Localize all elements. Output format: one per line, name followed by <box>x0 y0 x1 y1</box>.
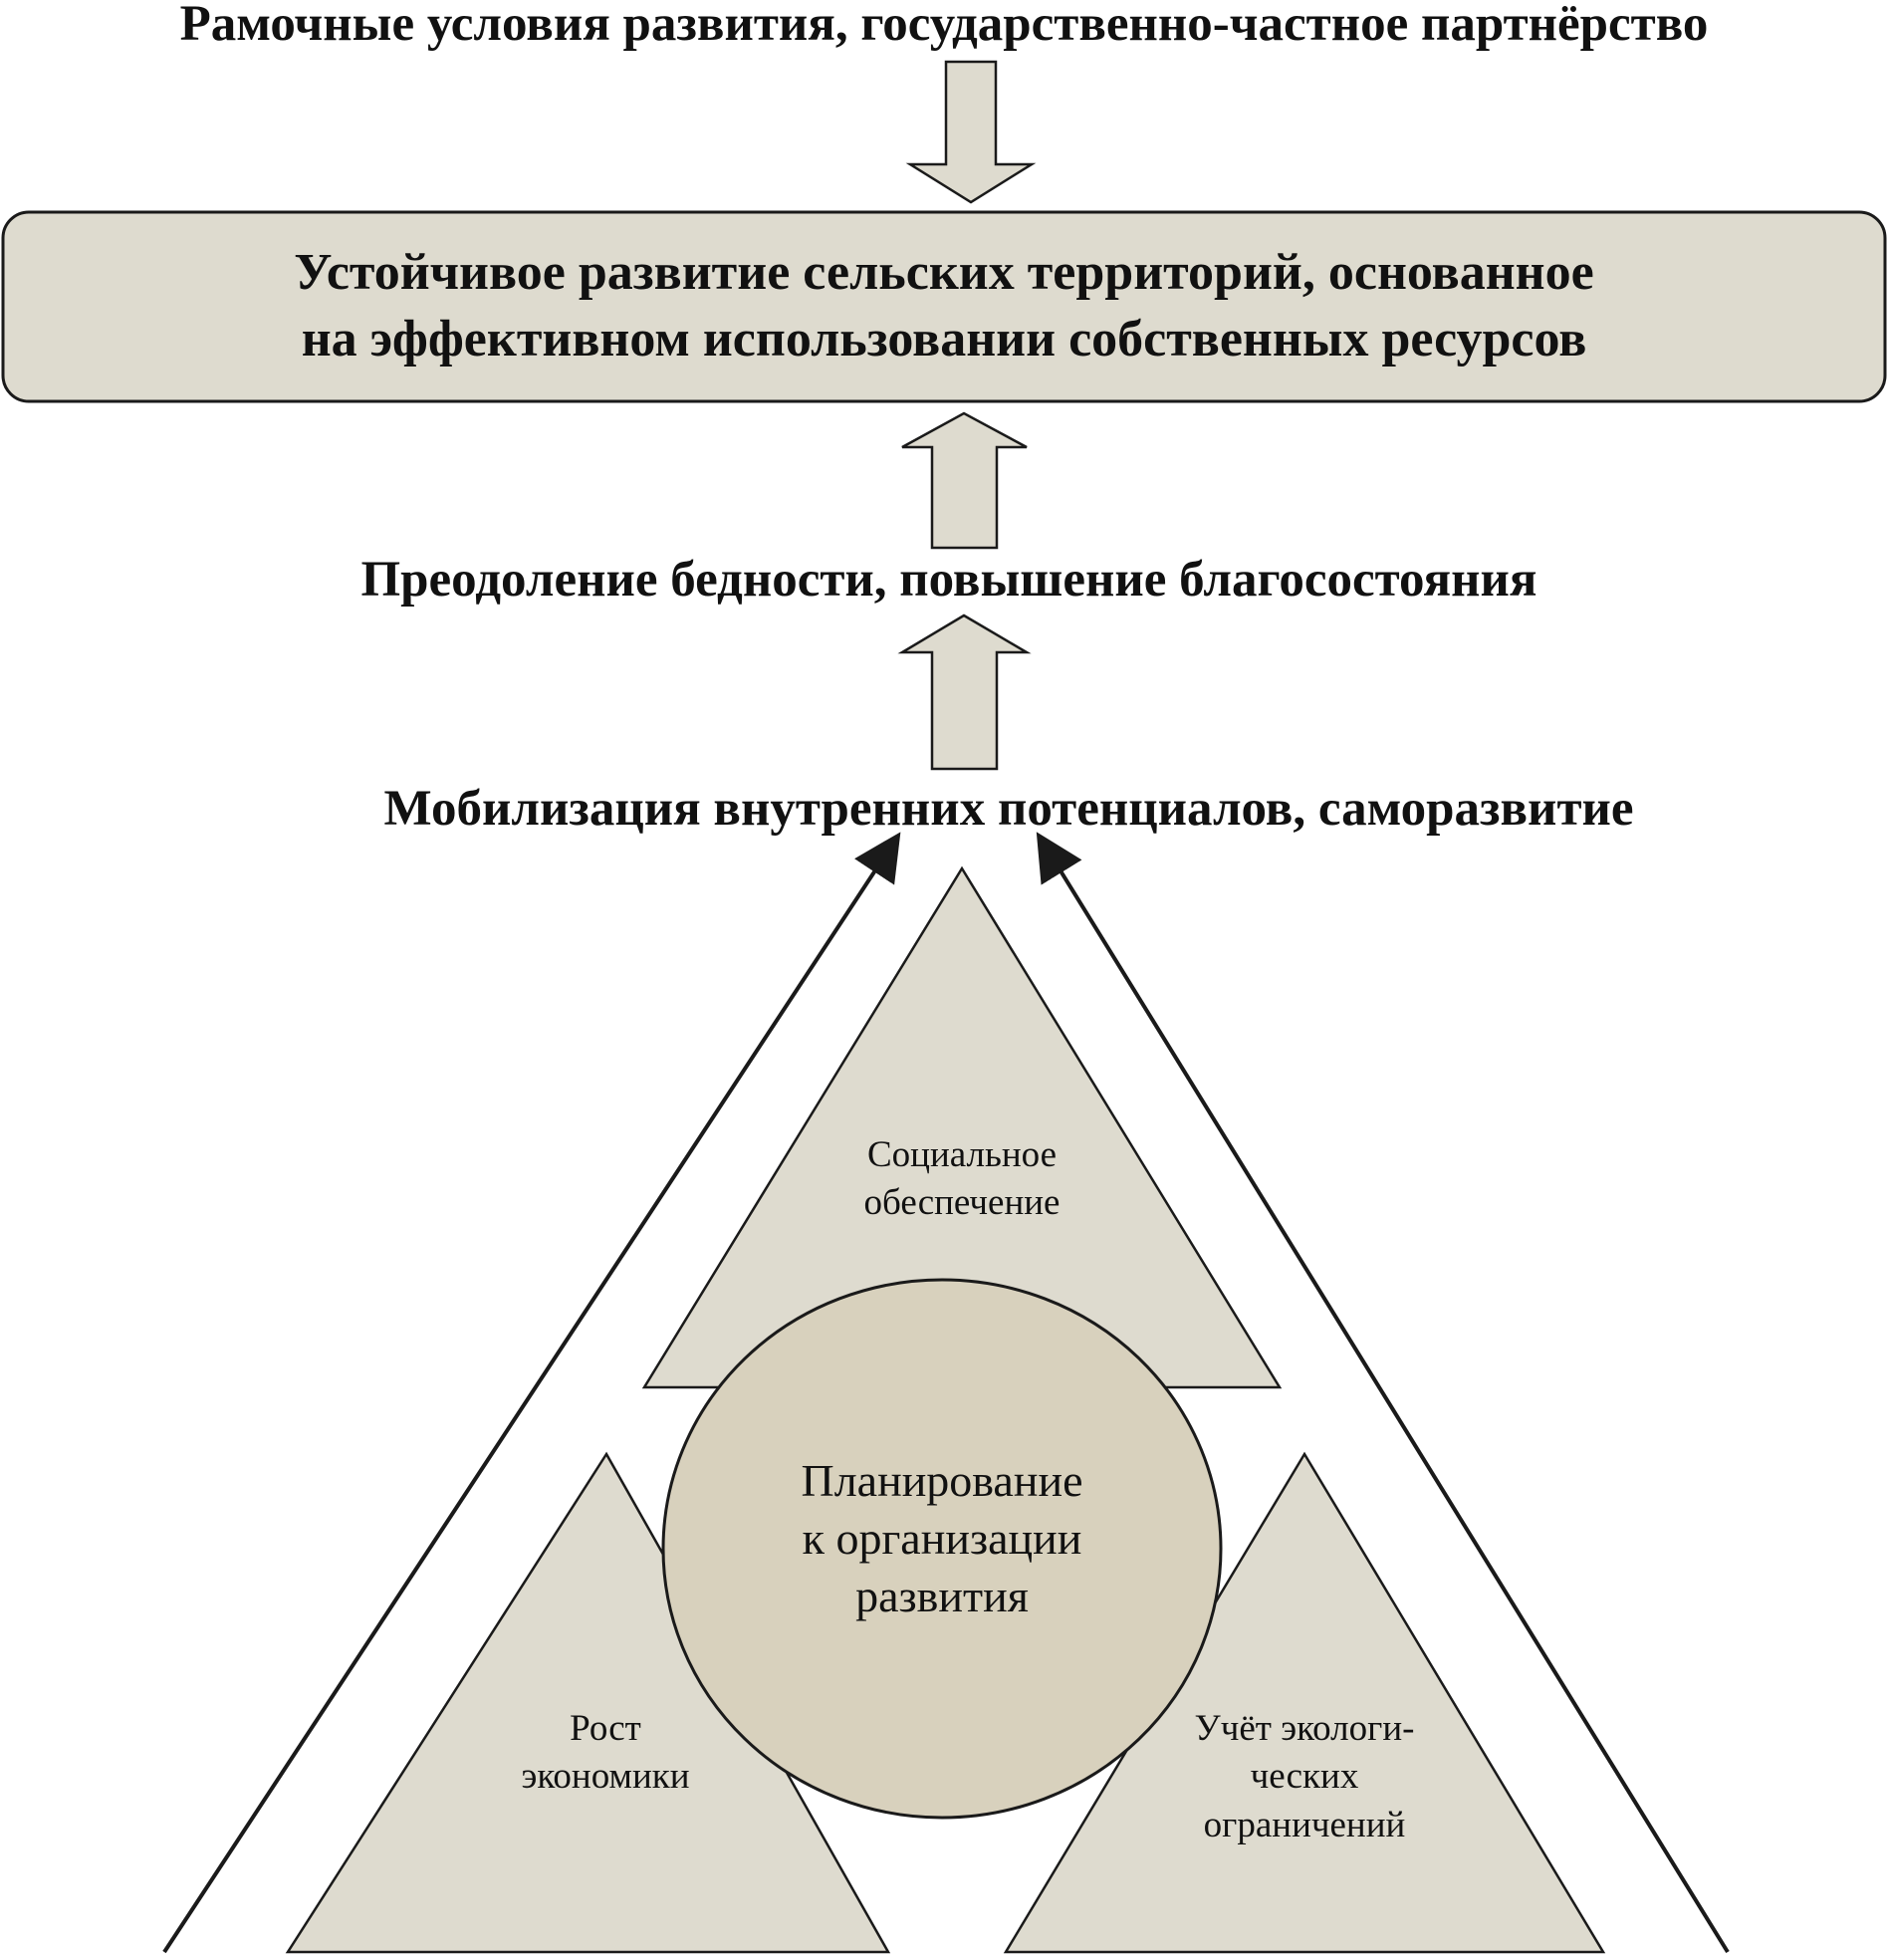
ecology-triangle-line1: Учёт экологи- <box>1195 1708 1415 1749</box>
sustainable-development-line2: на эффективном использовании собственных… <box>302 311 1587 368</box>
planning-circle-line1: Планирование <box>801 1455 1082 1506</box>
ecology-triangle-line2: ческих <box>1251 1756 1359 1797</box>
planning-circle-line3: развития <box>855 1571 1029 1621</box>
right-diagonal-arrow <box>1036 832 1730 1954</box>
planning-circle <box>661 1278 1223 1820</box>
framework-conditions-heading: Рамочные условия развития, государственн… <box>180 0 1709 52</box>
planning-circle-line2: к организации <box>803 1513 1082 1564</box>
economy-triangle-line2: экономики <box>521 1756 689 1797</box>
economy-triangle-line1: Рост <box>570 1708 641 1749</box>
ecology-triangle-line3: ограничений <box>1204 1805 1406 1845</box>
social-triangle-line2: обеспечение <box>864 1182 1061 1223</box>
mobilization-heading: Мобилизация внутренних потенциалов, само… <box>383 781 1633 837</box>
up-arrow-upper <box>901 411 1028 550</box>
sustainable-development-box: Устойчивое развитие сельских территорий,… <box>1 210 1887 403</box>
up-arrow-lower <box>897 613 1032 771</box>
poverty-reduction-heading: Преодоление бедности, повышение благосос… <box>361 552 1537 608</box>
sustainable-development-line1: Устойчивое развитие сельских территорий,… <box>294 244 1593 301</box>
social-triangle-line1: Социальное <box>867 1134 1057 1175</box>
down-arrow <box>905 60 1037 204</box>
sustainable-development-box-frame <box>1 210 1887 403</box>
left-diagonal-arrow <box>162 832 901 1954</box>
